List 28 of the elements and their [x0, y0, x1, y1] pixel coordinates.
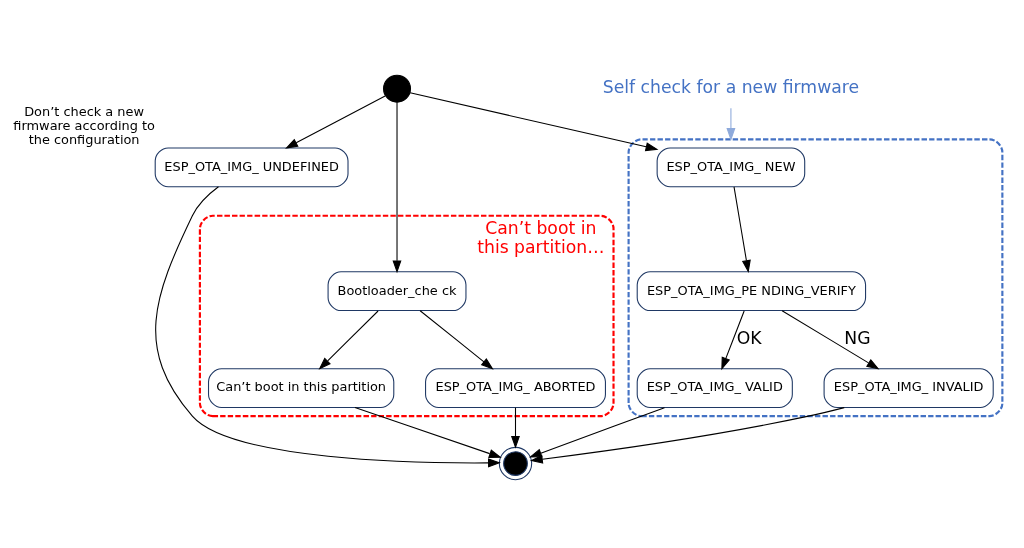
- edge-label: OK: [736, 327, 762, 348]
- arrow: [721, 309, 745, 370]
- edge-label: NG: [844, 327, 871, 348]
- arrow: [318, 309, 379, 370]
- arrow: [733, 185, 751, 273]
- node-box: ESP_OTA_IMG_PE NDING_VERIFY: [636, 270, 867, 311]
- node-box: Bootloader_che ck: [327, 270, 467, 311]
- node-label: Don’t check a new firmware according to the configuration: [13, 103, 155, 147]
- node-circle: [383, 74, 412, 103]
- arrow: [392, 101, 402, 273]
- node-text: Self check for a new firmware: [602, 76, 860, 97]
- node-circle: [498, 446, 533, 480]
- arrow: [285, 95, 386, 149]
- arrow: [409, 91, 659, 151]
- arrow: [354, 406, 502, 458]
- node-box: ESP_OTA_IMG_ VALID: [636, 367, 793, 408]
- node-box: ESP_OTA_IMG_ INVALID: [823, 367, 994, 408]
- cluster: [627, 137, 1004, 417]
- node-box: ESP_OTA_IMG_ NEW: [656, 146, 806, 187]
- node-box: Can’t boot in this partition: [208, 367, 395, 408]
- arrow: [419, 309, 494, 370]
- node-box: ESP_OTA_IMG_ UNDEFINED: [154, 146, 349, 187]
- arrow: [781, 309, 880, 369]
- arrow: [528, 406, 666, 457]
- arrow: [726, 107, 736, 141]
- arrow: [510, 406, 521, 449]
- node-box: ESP_OTA_IMG_ ABORTED: [425, 367, 606, 408]
- arrow: [155, 185, 501, 467]
